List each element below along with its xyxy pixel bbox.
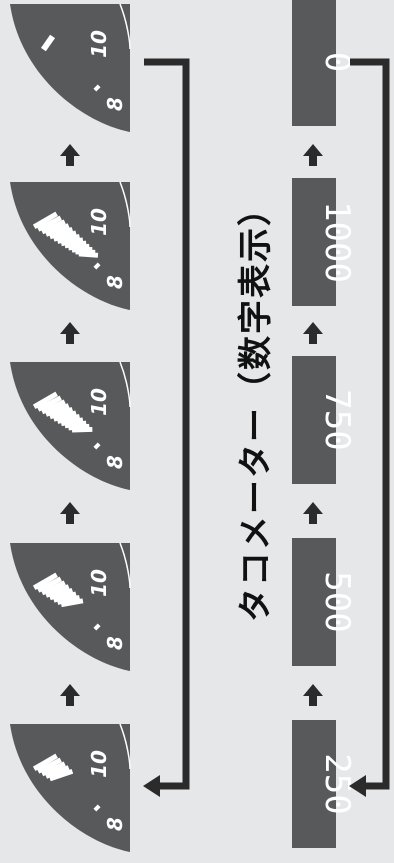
tick-label-8: 8 (103, 275, 127, 289)
tick-label-8: 8 (103, 97, 127, 111)
gauge-face (10, 4, 130, 132)
level-segment (72, 427, 92, 433)
tick-label-10: 10 (87, 208, 111, 236)
left-arrow-icon (143, 775, 160, 797)
display-value: 500 (317, 571, 357, 632)
up-arrow-icon (303, 322, 323, 344)
gauge-face (10, 724, 130, 852)
gauge-5-panel: 10 8 (10, 724, 130, 852)
tick-label-10: 10 (87, 388, 111, 416)
tick-label-10: 10 (87, 569, 111, 597)
gauge-face (10, 543, 130, 671)
diagram-title: タコメーター（数字表示） (228, 156, 268, 656)
up-arrow-icon (60, 684, 80, 706)
up-arrow-icon (60, 144, 80, 166)
up-arrow-icon (60, 502, 80, 524)
digital-display-5: 250 (292, 720, 357, 848)
tick-label-10: 10 (87, 30, 111, 58)
up-arrow-icon (303, 684, 323, 706)
digital-display-1: 0 (292, 0, 357, 126)
display-value: 250 (317, 753, 357, 814)
digital-display-4: 500 (292, 538, 357, 666)
digital-display-3: 750 (292, 356, 357, 484)
loop-arrow-analog (144, 62, 186, 786)
gauge-1-panel: 10 8 (10, 4, 130, 132)
up-arrow-icon (303, 502, 323, 524)
tick-label-10: 10 (87, 750, 111, 778)
tick-label-8: 8 (103, 455, 127, 469)
display-value: 750 (317, 389, 357, 450)
up-arrow-icon (60, 322, 80, 344)
tick-label-8: 8 (103, 636, 127, 650)
gauge-4-panel: 10 8 (10, 543, 130, 671)
digital-display-2: 1000 (292, 178, 357, 306)
tick-label-8: 8 (103, 817, 127, 831)
gauge-2-panel: 10 8 (10, 182, 130, 310)
up-arrow-icon (303, 144, 323, 166)
gauge-3-panel: 10 8 (10, 362, 130, 490)
display-value: 1000 (317, 201, 357, 283)
